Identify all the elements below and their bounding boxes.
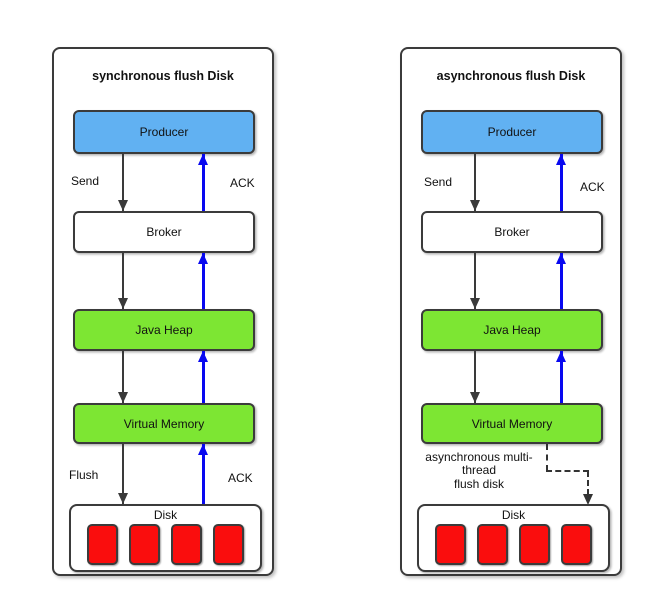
dashed-flush-arrow-segment xyxy=(587,471,589,495)
dashed-flush-arrow-segment xyxy=(546,470,589,472)
send-label: Send xyxy=(424,175,453,189)
broker-node: Broker xyxy=(73,211,255,253)
disk-block xyxy=(129,524,160,565)
disk-node: Disk xyxy=(417,504,610,572)
disk-block xyxy=(213,524,244,565)
async-panel-title: asynchronous flush Disk xyxy=(436,69,586,83)
disk-block xyxy=(87,524,118,565)
disk-block xyxy=(171,524,202,565)
java-heap-node: Java Heap xyxy=(421,309,603,351)
ack-label-bottom: ACK xyxy=(228,471,253,485)
disk-label: Disk xyxy=(501,508,526,522)
send-label: Send xyxy=(71,174,100,188)
sync-panel-title: synchronous flush Disk xyxy=(92,69,234,83)
broker-node: Broker xyxy=(421,211,603,253)
ack-arrow-broker-to-producer xyxy=(198,154,208,211)
disk-blocks xyxy=(435,524,592,565)
dashed-flush-arrowhead xyxy=(583,494,593,505)
arrow-javaheap-to-vm xyxy=(118,351,128,403)
disk-block xyxy=(477,524,508,565)
disk-block xyxy=(519,524,550,565)
ack-arrow-vm-to-javaheap xyxy=(556,351,566,403)
ack-arrow-broker-to-producer xyxy=(556,154,566,211)
flush-arrow-vm-to-disk xyxy=(118,444,128,504)
java-heap-node: Java Heap xyxy=(73,309,255,351)
disk-blocks xyxy=(87,524,244,565)
async-flush-panel: asynchronous flush Disk Producer Broker … xyxy=(400,47,622,576)
disk-label: Disk xyxy=(153,508,178,522)
arrow-broker-to-javaheap xyxy=(470,253,480,309)
dashed-flush-arrow-segment xyxy=(546,444,548,471)
disk-block xyxy=(561,524,592,565)
flush-label: Flush xyxy=(69,468,99,482)
producer-node: Producer xyxy=(421,110,603,154)
send-arrow-producer-to-broker xyxy=(470,154,480,211)
producer-node: Producer xyxy=(73,110,255,154)
ack-arrow-javaheap-to-broker xyxy=(198,253,208,309)
ack-arrow-javaheap-to-broker xyxy=(556,253,566,309)
arrow-broker-to-javaheap xyxy=(118,253,128,309)
ack-label-top: ACK xyxy=(580,180,605,194)
sync-flush-panel: synchronous flush Disk Producer Broker J… xyxy=(52,47,274,576)
disk-block xyxy=(435,524,466,565)
virtual-memory-node: Virtual Memory xyxy=(421,403,603,444)
virtual-memory-node: Virtual Memory xyxy=(73,403,255,444)
ack-arrow-vm-to-javaheap xyxy=(198,351,208,403)
async-flush-note: asynchronous multi- thread flush disk xyxy=(425,450,533,491)
disk-node: Disk xyxy=(69,504,262,572)
arrow-javaheap-to-vm xyxy=(470,351,480,403)
ack-arrow-disk-to-vm xyxy=(198,444,208,504)
ack-label-top: ACK xyxy=(230,176,255,190)
send-arrow-producer-to-broker xyxy=(118,154,128,211)
